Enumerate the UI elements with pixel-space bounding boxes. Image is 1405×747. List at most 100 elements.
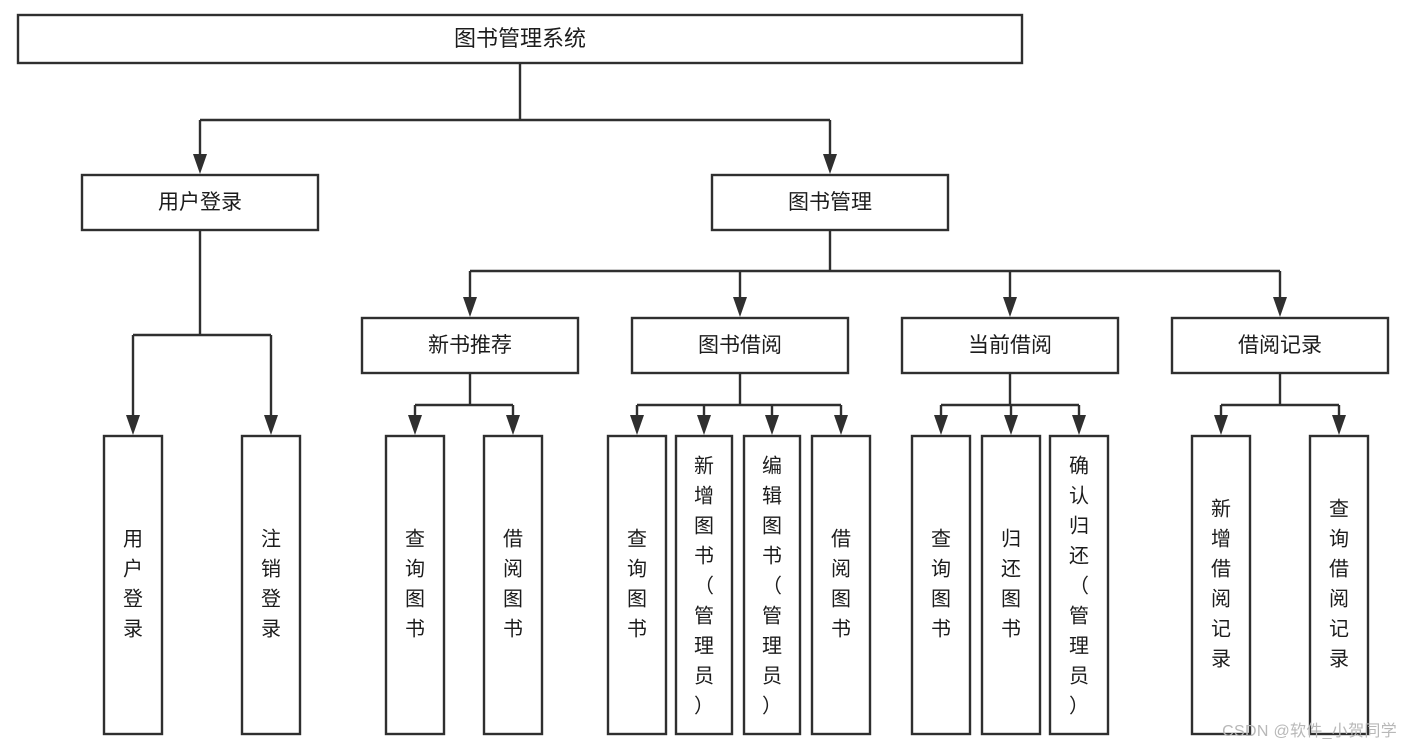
node-box-root <box>16 13 1024 65</box>
node-label-user-login: 用户登录 <box>158 191 242 214</box>
node-label-char: 图 <box>1001 588 1021 610</box>
node-label-char: 图 <box>405 588 425 610</box>
node-current-borrow[interactable]: 当前借阅 <box>900 316 1120 375</box>
node-box-leaf-user-login <box>102 434 164 736</box>
node-label-book-borrow: 图书借阅 <box>698 334 782 357</box>
node-label-char: ） <box>694 694 714 717</box>
node-book-borrow[interactable]: 图书借阅 <box>630 316 850 375</box>
node-label-char: 增 <box>1211 527 1231 550</box>
arrow-head <box>126 415 140 435</box>
node-box-leaf-borrow-book-2 <box>810 434 872 736</box>
connector-edge-record-split <box>1214 373 1346 435</box>
node-layer: 图书管理系统用户登录图书管理新书推荐图书借阅当前借阅借阅记录用户登录注销登录查询… <box>16 13 1390 736</box>
node-label-char: 图 <box>762 515 782 537</box>
arrow-head <box>630 415 644 435</box>
node-label-char: 员 <box>1069 665 1089 687</box>
node-box-leaf-borrow-book-1 <box>482 434 544 736</box>
node-box-borrow-record <box>1170 316 1390 375</box>
node-new-book-recommend[interactable]: 新书推荐 <box>360 316 580 375</box>
arrow-head <box>823 154 837 174</box>
node-label-char: 书 <box>762 544 782 567</box>
node-label-char: 借 <box>1211 557 1231 580</box>
node-leaf-user-login[interactable]: 用户登录 <box>102 434 164 736</box>
node-label-char: 查 <box>405 527 425 550</box>
node-label-char: 阅 <box>1329 587 1349 610</box>
node-label-char: 增 <box>694 484 714 507</box>
node-box-leaf-query-record <box>1308 434 1370 736</box>
arrow-head <box>1072 415 1086 435</box>
node-label-char: 注 <box>261 527 281 550</box>
node-user-login[interactable]: 用户登录 <box>80 173 320 232</box>
node-box-leaf-query-book-1 <box>384 434 446 736</box>
connector-edge-user-login-split <box>126 230 278 435</box>
node-label-char: 借 <box>503 527 523 550</box>
node-label-char: 用 <box>123 528 143 550</box>
arrow-head <box>1003 297 1017 317</box>
arrow-head <box>697 415 711 435</box>
connector-edge-current-split <box>934 373 1086 435</box>
node-label-char: 阅 <box>503 557 523 580</box>
node-label-char: 理 <box>1069 635 1089 657</box>
arrow-head <box>463 297 477 317</box>
node-label-char: 书 <box>1001 617 1021 640</box>
node-label-char: 记 <box>1211 617 1231 640</box>
node-label-char: 登 <box>123 587 143 610</box>
arrow-head <box>1332 415 1346 435</box>
node-label-char: 录 <box>261 618 281 640</box>
node-label-char: 图 <box>831 588 851 610</box>
node-root[interactable]: 图书管理系统 <box>16 13 1024 65</box>
arrow-head <box>506 415 520 435</box>
node-borrow-record[interactable]: 借阅记录 <box>1170 316 1390 375</box>
node-box-leaf-query-book-2 <box>606 434 668 736</box>
node-book-manage[interactable]: 图书管理 <box>710 173 950 232</box>
node-label-char: 新 <box>694 454 714 477</box>
node-label-char: 管 <box>1069 604 1089 627</box>
node-box-leaf-add-record <box>1190 434 1252 736</box>
csdn-watermark: CSDN @软件_小贺同学 <box>1222 723 1397 740</box>
arrow-head <box>193 154 207 174</box>
node-label-char: 还 <box>1001 557 1021 580</box>
node-label-char: 图 <box>694 515 714 537</box>
arrow-head <box>934 415 948 435</box>
node-label-char: 查 <box>931 527 951 550</box>
connector-layer <box>126 63 1346 435</box>
node-label-char: （ <box>694 574 714 597</box>
node-label-char: 录 <box>123 618 143 640</box>
node-box-leaf-edit-book <box>742 434 802 736</box>
connector-edge-borrow-split <box>630 373 848 435</box>
node-box-new-book-recommend <box>360 316 580 375</box>
node-label-char: 员 <box>694 665 714 687</box>
connector-edge-recommend-split <box>408 373 520 435</box>
node-label-current-borrow: 当前借阅 <box>968 334 1052 357</box>
node-box-leaf-return-book <box>980 434 1042 736</box>
node-label-char: 图 <box>503 588 523 610</box>
node-label-book-manage: 图书管理 <box>788 191 872 214</box>
node-label-char: 询 <box>1329 527 1349 550</box>
arrow-head <box>834 415 848 435</box>
node-label-root: 图书管理系统 <box>454 26 586 51</box>
node-label-char: 管 <box>762 604 782 627</box>
arrow-head <box>408 415 422 435</box>
node-label-char: 理 <box>694 635 714 657</box>
node-label-char: 询 <box>627 557 647 580</box>
node-label-char: 员 <box>762 665 782 687</box>
arrow-head <box>1004 415 1018 435</box>
node-label-char: 阅 <box>1211 587 1231 610</box>
node-label-char: 辑 <box>762 484 782 507</box>
node-label-char: 户 <box>123 557 143 580</box>
node-box-current-borrow <box>900 316 1120 375</box>
node-label-char: 登 <box>261 587 281 610</box>
